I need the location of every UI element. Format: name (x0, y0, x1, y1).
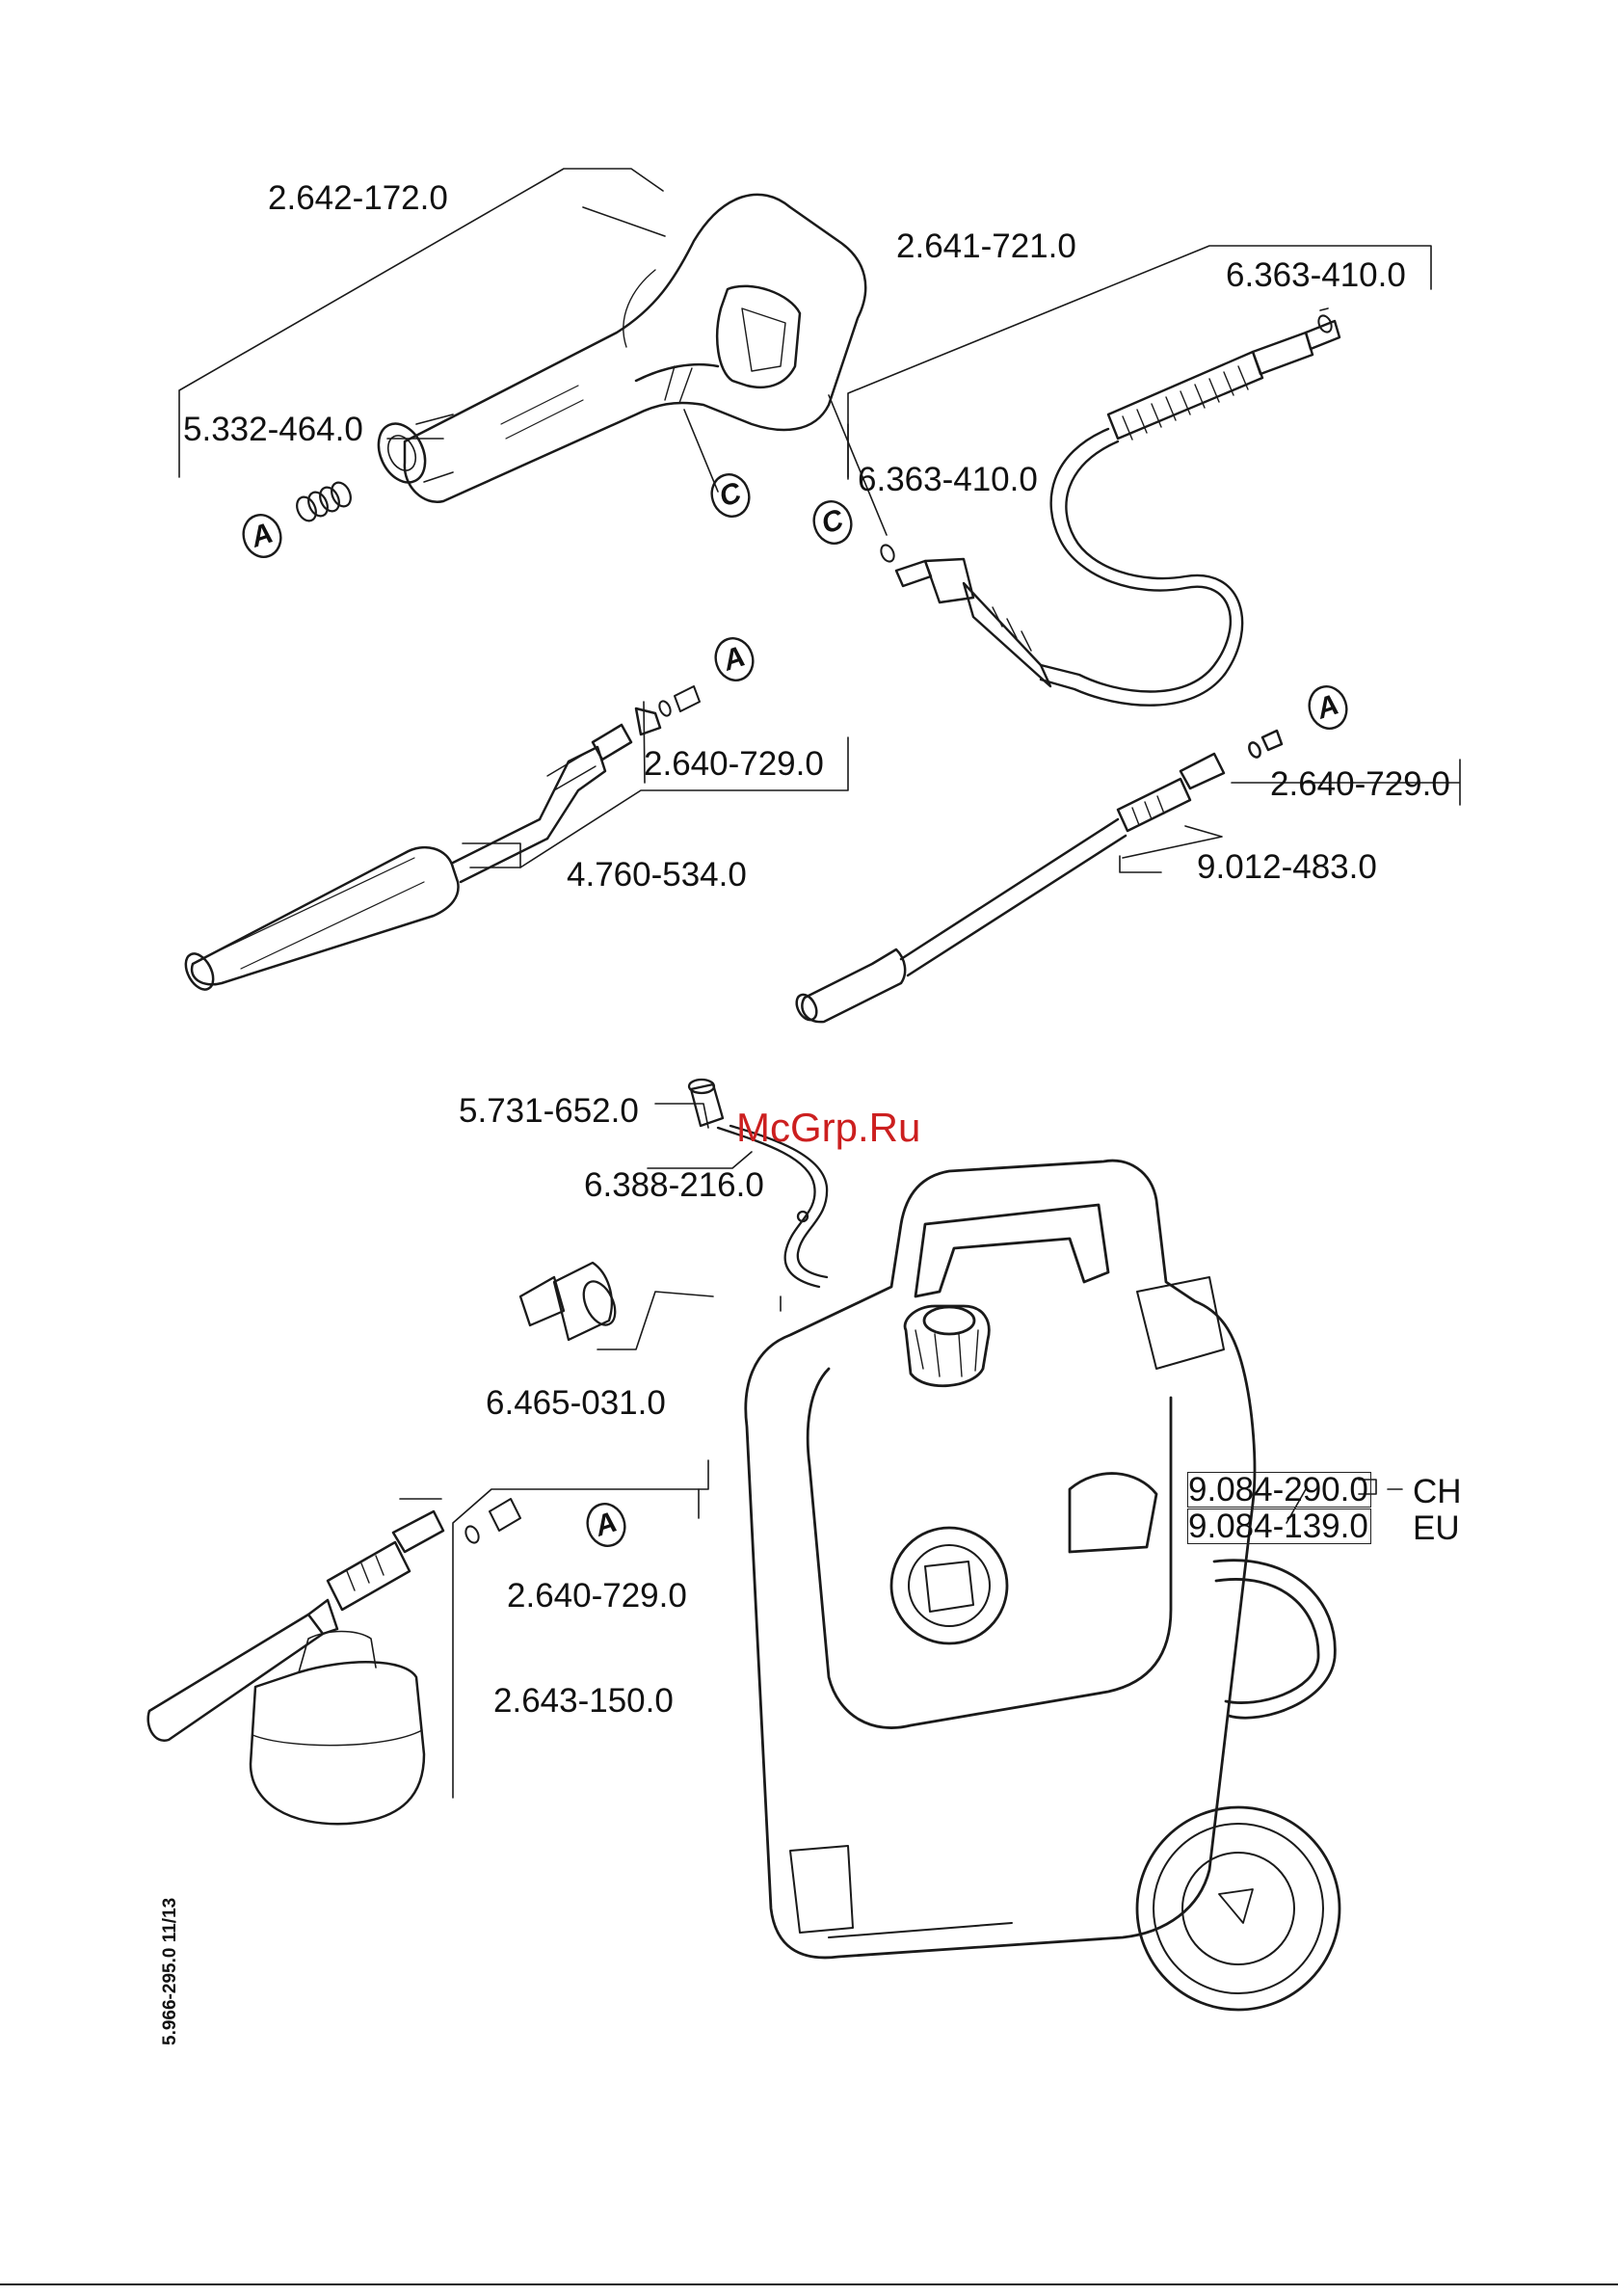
part-number-filter-cap: 5.731-652.0 (459, 1094, 639, 1128)
reference-badge-a: A (583, 1502, 629, 1548)
part-number-hose-o-ring-left: 6.363-410.0 (858, 463, 1038, 496)
part-number-foam-nozzle: 2.643-150.0 (493, 1684, 674, 1718)
part-number-lance-adapter-right: 2.640-729.0 (1270, 767, 1450, 801)
reference-badge-c: C (809, 499, 856, 546)
spray-gun-drawing (370, 195, 866, 502)
part-number-lance-adapter-left: 2.640-729.0 (644, 747, 824, 781)
part-number-hose-o-ring-right: 6.363-410.0 (1226, 258, 1406, 292)
pressure-washer-drawing (746, 1161, 1339, 2010)
variant-eu-label: EU (1413, 1511, 1460, 1545)
seal-kit-drawing (293, 479, 354, 523)
water-coupling-drawing (520, 1263, 622, 1340)
part-number-hose: 2.641-721.0 (896, 229, 1076, 263)
watermark: McGrp.Ru (736, 1105, 920, 1151)
leader-lines (179, 169, 1460, 1798)
reference-badge-a: A (239, 513, 285, 559)
reference-badge-c: C (707, 472, 754, 519)
part-number-suction-hose: 6.388-216.0 (584, 1168, 764, 1202)
reference-badge-a: A (1305, 684, 1351, 731)
part-number-spray-gun: 2.642-172.0 (268, 181, 448, 215)
hose-drawing (896, 321, 1339, 706)
lance-adapter-left-drawing (657, 686, 700, 717)
part-number-vario-lance: 4.760-534.0 (567, 858, 747, 892)
part-number-machine-eu: 9.084-139.0 (1187, 1508, 1371, 1544)
document-id: 5.966-295.0 11/13 (160, 1898, 181, 2045)
part-number-seal-kit: 5.332-464.0 (183, 413, 363, 446)
part-number-dirt-blaster: 9.012-483.0 (1197, 850, 1377, 884)
part-number-foam-adapter: 2.640-729.0 (507, 1579, 687, 1613)
foam-nozzle-drawing (148, 1511, 443, 1824)
reference-badge-a: A (711, 636, 757, 682)
o-ring-drawings (879, 313, 1334, 563)
part-number-water-coupling: 6.465-031.0 (486, 1386, 666, 1420)
part-number-machine-ch: 9.084-290.0 (1187, 1472, 1371, 1508)
vario-lance-drawing (180, 708, 660, 994)
variant-ch-label: CH (1413, 1475, 1462, 1508)
